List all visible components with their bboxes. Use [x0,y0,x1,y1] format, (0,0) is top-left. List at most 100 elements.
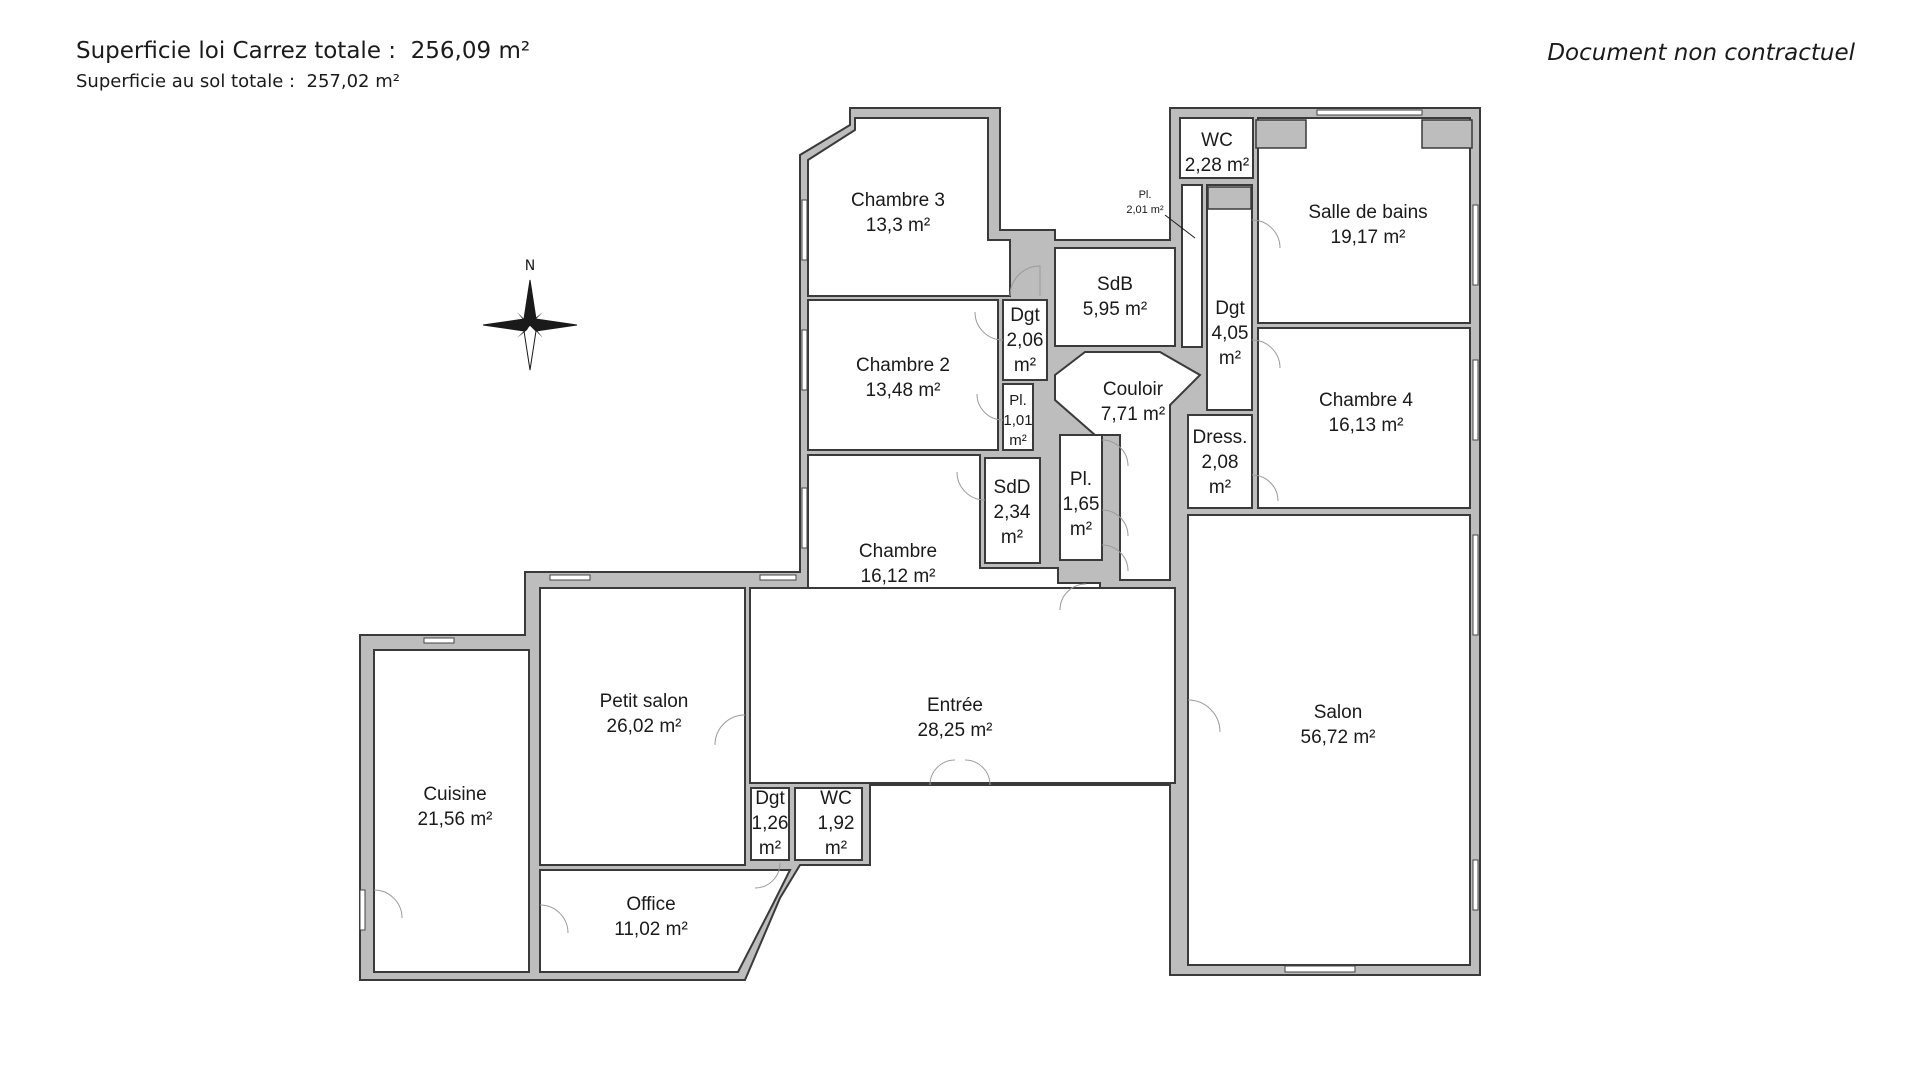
room-label-dgt3-area-unit: m² [759,838,781,859]
door-swing [1101,439,1129,467]
room-label-pl1-name: Pl. [1009,392,1027,409]
door-swing [1251,339,1281,369]
room-dress [1187,414,1253,509]
room-petitsalon [539,587,746,866]
door-swing [539,904,569,934]
room-label-dgt1-area-unit: m² [1014,355,1036,376]
room-label-couloir-area: 7,71 m² [1101,404,1165,425]
room-label-office-area: 11,02 m² [614,919,688,940]
room-label-pl3-name: Pl. [1139,189,1152,201]
room-label-pl2-area-num: 1,65 [1063,494,1100,515]
room-entree [749,587,1176,784]
room-label-entree-area: 28,25 m² [918,720,993,741]
door-swing [714,714,746,746]
room-chambre4 [1257,327,1471,509]
window [1472,204,1479,286]
door-swing [1101,544,1129,572]
room-pl3 [1181,184,1203,348]
room-label-chambre2-area: 13,48 m² [866,380,941,401]
room-label-sdd-area-unit: m² [1001,527,1023,548]
disclaimer: Document non contractuel [1547,40,1855,66]
room-label-cuisine-name: Cuisine [423,784,486,805]
room-pl1 [1002,383,1034,451]
sol-label: Superficie au sol totale : [76,71,296,92]
room-label-dress-area-num: 2,08 [1202,452,1239,473]
window [801,487,808,549]
door-swing [1009,265,1041,297]
room-label-dgt2-area-unit: m² [1219,348,1241,369]
door-swing [929,759,956,786]
doors [373,219,1281,934]
total-floor-area: Superficie au sol totale : 257,02 m² [76,71,400,92]
room-label-chambre3-area: 13,3 m² [866,215,930,236]
door-swing [964,759,991,786]
bath-fixture [1421,119,1473,149]
compass-arrow-south [523,324,537,371]
room-dgt1 [1002,299,1048,381]
carrez-label: Superficie loi Carrez totale : [76,38,397,64]
window [359,889,366,931]
room-sallebains [1257,117,1471,324]
room-label-dgt2-area-num: 4,05 [1212,323,1249,344]
room-label-dgt3-name: Dgt [755,788,785,809]
compass-arrow-west [482,318,531,332]
wc-fixture [1207,186,1252,210]
room-label-pl2-name: Pl. [1070,469,1092,490]
room-label-dgt1-name: Dgt [1010,305,1040,326]
room-pl2 [1059,434,1103,561]
compass: N [482,258,578,371]
room-label-sdd-name: SdD [994,477,1031,498]
compass-diag [517,325,530,338]
window [1284,965,1356,973]
room-label-chambre4-area: 16,13 m² [1329,415,1404,436]
room-sdd [984,457,1041,564]
door-swing [1251,474,1279,502]
room-label-pl3-area: 2,01 m² [1126,204,1164,216]
window [1472,859,1479,911]
compass-arrow-north [523,279,537,326]
room-wc2 [794,787,863,861]
sol-value: 257,02 m² [306,71,400,92]
carrez-value: 256,09 m² [410,38,531,64]
bath-fixture [1255,119,1307,149]
window [1316,109,1423,116]
compass-diag [517,312,530,325]
door-swing [1187,699,1221,733]
window [801,329,808,391]
room-label-pl1-area-num: 1,01 [1003,412,1032,429]
room-label-sdb-name: SdB [1097,274,1133,295]
room-cuisine [373,649,530,973]
room-label-wc1-area: 2,28 m² [1185,155,1249,176]
room-label-dgt2-name: Dgt [1215,298,1245,319]
window [759,574,797,581]
room-label-entree-name: Entrée [927,695,983,716]
rooms [373,117,1471,973]
door-swing [956,471,986,501]
room-label-sallebains-area: 19,17 m² [1331,227,1406,248]
room-label-couloir-name: Couloir [1103,379,1164,400]
room-label-chambre2-name: Chambre 2 [856,355,950,376]
room-label-salon-area: 56,72 m² [1301,727,1376,748]
total-carrez-area: Superficie loi Carrez totale : 256,09 m² [76,38,530,64]
room-label-pl2-area-unit: m² [1070,519,1092,540]
room-salon [1187,514,1471,966]
window [1472,359,1479,441]
door-swing [373,889,403,919]
room-office [539,869,792,973]
door-swing [1251,219,1281,249]
room-label-sallebains-name: Salle de bains [1308,202,1427,223]
windows [359,109,1479,973]
room-label-wc2-area-num: 1,92 [818,813,855,834]
room-wc1 [1179,117,1254,179]
room-dgt2 [1206,184,1253,411]
room-chambre3 [807,117,1011,297]
window [801,199,808,261]
door-swing [974,311,1004,341]
window [423,637,455,644]
room-label-pl1-area-unit: m² [1009,432,1027,449]
room-label-sdd-area-num: 2,34 [994,502,1031,523]
room-label-chambre3-name: Chambre 3 [851,190,945,211]
room-label-dgt1-area-num: 2,06 [1007,330,1044,351]
door-swing [976,393,1004,421]
